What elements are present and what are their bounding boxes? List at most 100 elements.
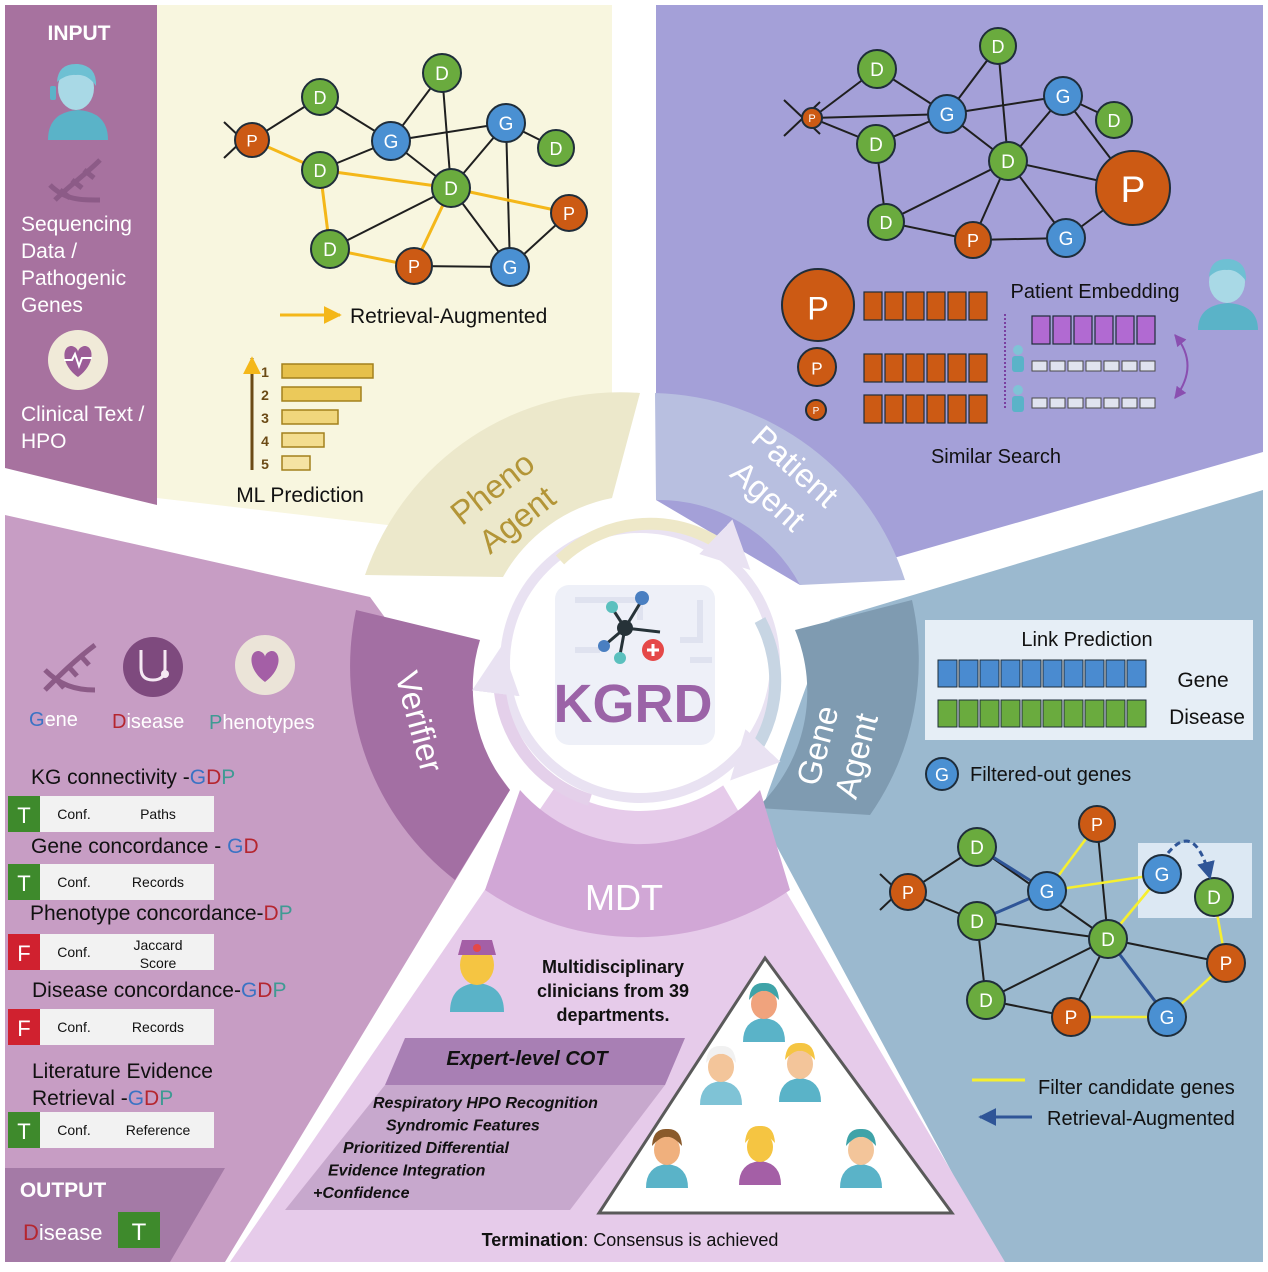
graph-node-letter: D	[1001, 152, 1015, 173]
graph-node-g	[1027, 871, 1067, 911]
disease-link-cell	[1042, 699, 1063, 728]
link-prediction-bars	[937, 659, 1147, 728]
check-metric-label: Paths	[140, 806, 176, 822]
clinician-icon	[779, 1042, 821, 1102]
ml-rank-bar	[281, 386, 362, 402]
similar-embedding-cell	[1085, 397, 1102, 409]
ml-rank-number: 1	[261, 364, 269, 380]
graph-node-g	[371, 121, 411, 161]
query-embedding-cell	[1115, 315, 1135, 345]
similar-embedding-cell	[1067, 360, 1084, 372]
input-sequencing-line: Genes	[21, 294, 83, 317]
graph-node-letter: D	[970, 838, 984, 859]
similar-embedding-cell	[1103, 397, 1120, 409]
graph-node-d	[857, 49, 897, 89]
clinician-coat	[779, 1078, 821, 1102]
pheno-ring-segment	[365, 392, 640, 577]
graph-node-letter: P	[1065, 1008, 1078, 1029]
embedding-cell	[884, 291, 904, 321]
clinician-hair	[652, 1128, 682, 1146]
output-block: OUTPUT Disease T	[20, 1179, 160, 1248]
ml-prediction-label: ML Prediction	[236, 484, 364, 507]
legend-phenotypes-rest: henotypes	[222, 712, 314, 734]
embedding-cell	[905, 394, 925, 424]
graph-node-p	[550, 194, 588, 232]
ml-rank-bar	[281, 409, 339, 425]
check-separator: -	[177, 766, 190, 789]
legend-disease-rest: isease	[126, 711, 184, 733]
pheno-legend-label: Retrieval-Augmented	[350, 305, 547, 328]
graph-node-letter: G	[1059, 229, 1074, 250]
graph-edge	[1107, 938, 1227, 964]
disease-link-cell	[1084, 699, 1105, 728]
query-embedding-cell	[1052, 315, 1072, 345]
output-true-tag-text: T	[132, 1219, 147, 1246]
graph-node-g	[1147, 997, 1187, 1037]
input-clinical-line: Clinical Text /	[21, 403, 144, 426]
gene-link-cell	[937, 659, 958, 688]
graph-node-d	[422, 53, 462, 93]
check-info-box	[40, 796, 214, 832]
graph-node-letter: P	[808, 113, 815, 125]
graph-node-g	[490, 247, 530, 287]
gene-link-cell	[958, 659, 979, 688]
graph-node-g	[1142, 854, 1182, 894]
legend-filter-label: Filter candidate genes	[1038, 1077, 1235, 1099]
check-metric-line: Jaccard	[133, 937, 182, 953]
graph-node-g	[486, 103, 526, 143]
similarity-arrow	[1174, 334, 1189, 399]
check-metric-line: Records	[132, 1019, 184, 1035]
check-metric-label: Records	[132, 874, 184, 890]
graph-node-letter: P	[1121, 169, 1146, 210]
graph-edge	[976, 920, 1109, 940]
embedding-cell	[926, 291, 946, 321]
clinician-coat	[646, 1164, 688, 1188]
clinician-face	[787, 1049, 813, 1079]
cot-title: Expert-level COT	[446, 1048, 609, 1070]
verifier-ring-segment	[350, 610, 510, 880]
ml-rank-number: 5	[261, 456, 269, 472]
gene-link-cell	[1084, 659, 1105, 688]
gene-panel: Link Prediction Gene Disease G Filtered-…	[879, 620, 1253, 1130]
graph-node-p	[889, 873, 927, 911]
clinicians-line: departments.	[556, 1005, 669, 1025]
embedding-patient-node	[797, 347, 837, 387]
graph-node-p	[1095, 150, 1171, 226]
agent-ring	[350, 392, 919, 938]
graph-edge	[985, 938, 1109, 1001]
query-embedding-cell	[1073, 315, 1093, 345]
embedding-patient-node	[805, 399, 827, 421]
embedding-cell	[863, 394, 883, 424]
link-disease-label: Disease	[1169, 706, 1245, 729]
embedding-cell	[947, 353, 967, 383]
check-entity-code: G	[128, 1087, 144, 1110]
check-info-box	[40, 1009, 214, 1045]
check-flag-letter: F	[17, 941, 30, 966]
graph-node-letter: D	[1101, 930, 1115, 951]
mdt-label: MDT	[585, 877, 663, 918]
embedding-patient-letter: P	[811, 360, 822, 379]
check-entity-code: P	[272, 979, 286, 1002]
clinician-face	[751, 989, 777, 1019]
query-embedding-cell	[1136, 315, 1156, 345]
gene-link-cell	[1126, 659, 1147, 688]
termination-text: Termination: Consensus is achieved	[482, 1230, 779, 1250]
graph-node-g	[1046, 218, 1086, 258]
embedding-patient-letter: P	[807, 290, 829, 326]
patient-avatar-icon	[1198, 258, 1258, 330]
embedding-patient-node	[781, 268, 855, 342]
input-header: INPUT	[48, 22, 111, 45]
similar-embedding-cell	[1085, 360, 1102, 372]
gene-link-cell	[979, 659, 1000, 688]
check-entity-code: D	[257, 979, 272, 1002]
check-metric-line: Paths	[140, 806, 176, 822]
legend-disease-initial: D	[112, 711, 126, 733]
check-separator: -	[208, 835, 227, 858]
graph-node-letter: G	[1155, 865, 1170, 886]
graph-node-letter: D	[444, 179, 458, 200]
